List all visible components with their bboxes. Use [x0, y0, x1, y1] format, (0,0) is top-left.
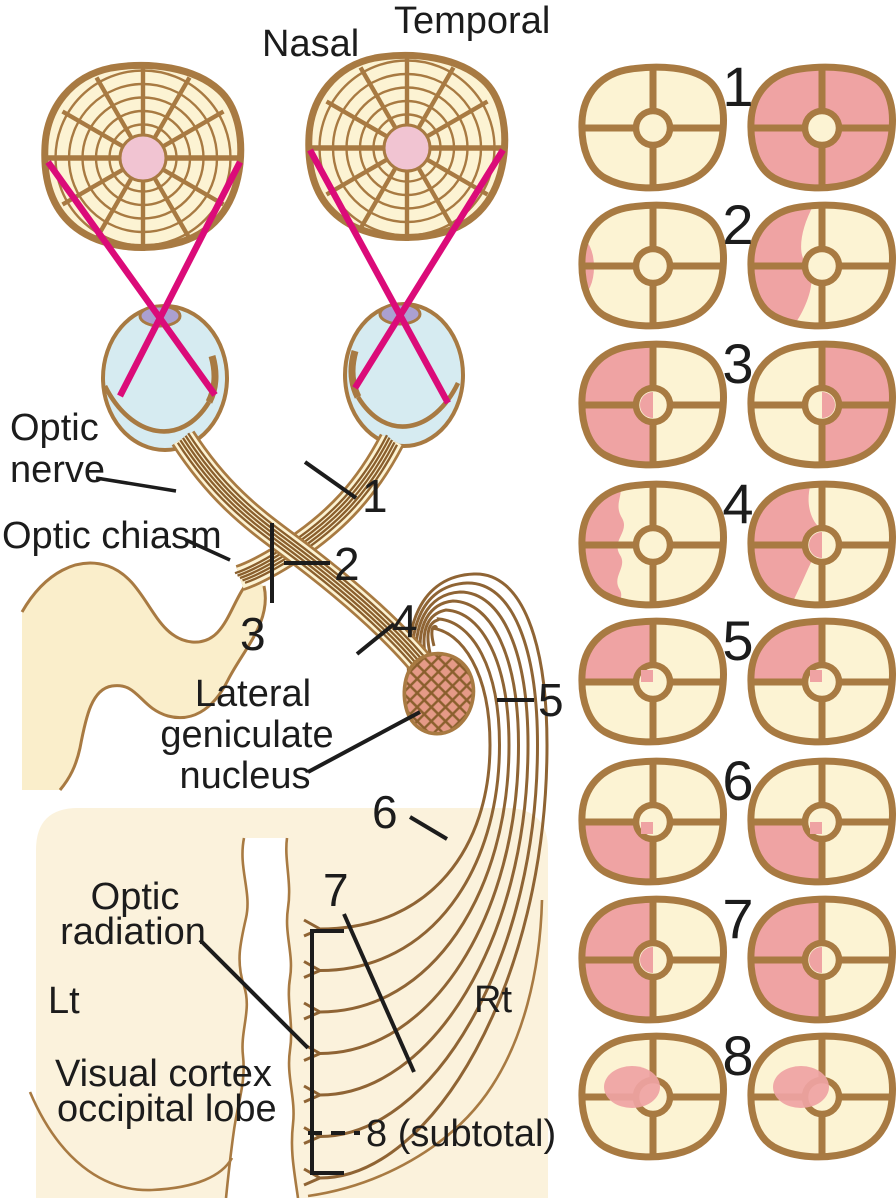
lgn-pointer-line — [307, 710, 421, 774]
optic-nerve-pointer-line — [95, 476, 177, 493]
right-hemisphere-outline — [307, 899, 544, 1198]
light-ray — [307, 148, 451, 405]
visual-field-right-row-5 — [747, 617, 896, 746]
label-lgn-3: nucleus — [180, 755, 311, 797]
field-row-number-1: 1 — [722, 55, 753, 118]
marker-7: 7 — [323, 864, 349, 916]
occipital-lobe-wash — [36, 808, 548, 1198]
brainstem-shape — [20, 561, 267, 791]
label-optic-radiation-2: radiation — [60, 911, 206, 953]
right-retina-wheel — [305, 51, 509, 241]
visual-field-right-row-4 — [747, 480, 896, 609]
optic-radiation-pointer-line — [198, 938, 310, 1050]
central-fixation-circle — [632, 107, 674, 149]
light-ray — [117, 160, 243, 398]
visual-field-right-row-8 — [747, 1032, 896, 1161]
visual-field-left-row-4 — [578, 480, 727, 609]
marker-1: 1 — [362, 470, 388, 522]
visual-field-left-row-8 — [578, 1032, 727, 1161]
marker-6-line — [408, 815, 449, 841]
label-optic-nerve-1: Optic — [10, 407, 99, 449]
label-lgn-2: geniculate — [160, 714, 333, 756]
marker-1-line — [303, 460, 358, 500]
light-ray — [352, 148, 506, 390]
marker-3: 3 — [240, 608, 266, 660]
label-visual-cortex-1: Visual cortex — [55, 1053, 272, 1095]
visual-field-left-row-2 — [578, 201, 727, 330]
visual-field-right-row-2 — [747, 201, 896, 330]
central-fixation-circle — [801, 245, 843, 287]
anatomy-art — [20, 51, 549, 1198]
field-row-number-5: 5 — [722, 609, 753, 672]
label-optic-chiasm: Optic chiasm — [2, 515, 222, 557]
label-lgn-1: Lateral — [195, 673, 311, 715]
marker-6: 6 — [372, 786, 398, 838]
marker-7-line — [342, 913, 416, 1073]
left-hemisphere-outline — [28, 1091, 234, 1192]
optic-chiasm-pointer-line — [185, 538, 231, 562]
visual-field-left-row-5 — [578, 617, 727, 746]
annotations: Nasal Temporal Optic nerve Optic chiasm … — [2, 0, 564, 1175]
visual-field-left-row-7 — [578, 895, 727, 1024]
light-rays — [45, 148, 506, 405]
visual-field-right-row-7 — [747, 895, 896, 1024]
macula-spot — [382, 123, 432, 173]
light-ray — [45, 160, 218, 397]
field-row-number-4: 4 — [722, 472, 753, 535]
label-lt: Lt — [48, 980, 80, 1022]
central-fixation-circle — [801, 107, 843, 149]
macula-spot — [118, 133, 168, 183]
label-subtotal: 8 (subtotal) — [366, 1113, 556, 1155]
field-row-number-2: 2 — [722, 193, 753, 256]
visual-field-rows: 1 2 3 4 5 6 7 8 — [578, 55, 896, 1161]
visual-field-left-row-6 — [578, 757, 727, 886]
marker-4: 4 — [392, 595, 418, 647]
central-fixation-circle — [632, 245, 674, 287]
optic-radiation-fibers — [303, 572, 549, 1187]
visual-field-left-row-3 — [578, 340, 727, 469]
left-optic-nerve-tract — [171, 430, 445, 689]
label-nasal: Nasal — [262, 23, 359, 65]
visual-cortex-bracket — [310, 929, 344, 1175]
marker-4-line — [355, 622, 396, 656]
visual-field-right-row-1 — [747, 63, 896, 192]
label-temporal: Temporal — [394, 0, 550, 42]
lateral-geniculate-nucleus — [402, 651, 476, 736]
visual-field-left-row-1 — [578, 63, 727, 192]
field-row-number-3: 3 — [722, 332, 753, 395]
right-optic-nerve — [234, 433, 404, 591]
left-retina-wheel — [41, 61, 245, 251]
field-row-number-6: 6 — [722, 749, 753, 812]
marker-5: 5 — [538, 674, 564, 726]
label-optic-radiation-1: Optic — [91, 876, 180, 918]
central-fixation-circle — [632, 524, 674, 566]
label-optic-nerve-2: nerve — [10, 449, 105, 491]
label-visual-cortex-2: occipital lobe — [57, 1088, 277, 1130]
label-rt: Rt — [474, 979, 512, 1021]
marker-2: 2 — [334, 538, 360, 590]
visual-field-right-row-3 — [747, 340, 896, 469]
interhemispheric-fissure — [224, 837, 300, 1198]
visual-field-right-row-6 — [747, 757, 896, 886]
field-row-number-8: 8 — [722, 1024, 753, 1087]
field-row-number-7: 7 — [722, 887, 753, 950]
